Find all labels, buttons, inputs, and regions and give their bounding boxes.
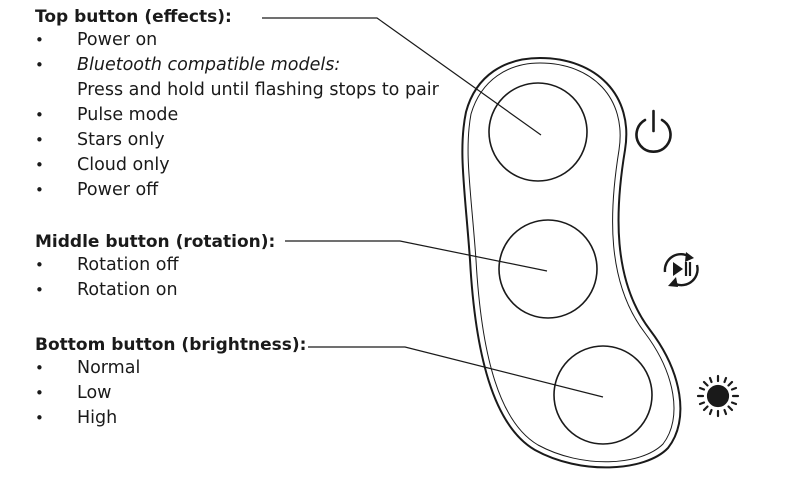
list-item: Rotation off [35,253,275,278]
bottom-button-section: Bottom button (brightness): Normal Low H… [35,334,306,431]
bottom-button[interactable] [553,345,653,445]
middle-button-heading: Middle button (rotation): [35,232,276,252]
bottom-button-heading: Bottom button (brightness): [35,335,307,355]
remote-inner-outline [467,62,675,463]
bottom-button-list: Normal Low High [35,356,306,431]
top-button-list: Power on Bluetooth compatible models: Pr… [35,28,439,203]
remote-outline [461,56,682,469]
middle-leader-line [285,240,548,272]
list-item: Normal [35,356,306,381]
middle-button[interactable] [498,219,598,319]
list-item: High [35,406,306,431]
top-button-heading: Top button (effects): [35,7,232,27]
list-item: Power off [35,178,439,203]
power-icon [635,109,672,154]
rotation-play-pause-icon [663,252,699,287]
list-item: Pulse mode [35,103,439,128]
top-button[interactable] [488,82,588,182]
list-item: Stars only [35,128,439,153]
bottom-leader-line [308,346,604,398]
list-item: Bluetooth compatible models: [35,53,439,78]
list-item: Rotation on [35,278,275,303]
list-item: Low [35,381,306,406]
middle-button-section: Middle button (rotation): Rotation off R… [35,231,275,303]
sun-brightness-icon [696,374,740,418]
list-item: Power on [35,28,439,53]
top-button-section: Top button (effects): Power on Bluetooth… [35,6,439,203]
middle-button-list: Rotation off Rotation on [35,253,275,303]
list-item: Cloud only [35,153,439,178]
top-leader-line [262,17,542,136]
list-item-continuation: Press and hold until flashing stops to p… [77,80,439,100]
